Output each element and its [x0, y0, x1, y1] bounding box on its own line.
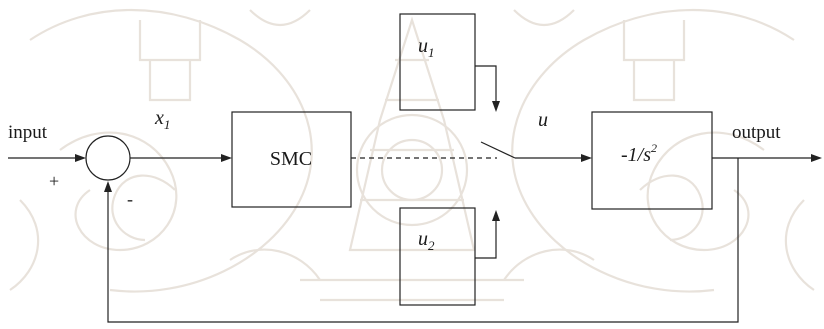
u2-arrow: [492, 210, 500, 221]
input-label: input: [8, 122, 48, 143]
error-arrow: [221, 154, 232, 162]
input-arrow: [75, 154, 86, 162]
smc-label: SMC: [270, 148, 312, 170]
plant-block: [591, 111, 713, 210]
switch-blade: [480, 141, 516, 159]
summing-junction: [85, 135, 131, 181]
smc-block: [231, 111, 352, 208]
u1-label: u1: [418, 35, 435, 60]
feedback-line: [107, 158, 739, 323]
u1-output-line: [475, 65, 497, 104]
u1-arrow: [492, 101, 500, 112]
feedback-arrow: [104, 181, 112, 192]
control-signal-label: u: [538, 109, 548, 131]
u1-block: [399, 13, 476, 111]
switch-output-arrow: [581, 154, 592, 162]
u2-output-line: [475, 218, 497, 259]
watermark-seal: [9, 8, 815, 302]
minus-sign: -: [127, 189, 133, 209]
u2-label: u2: [418, 228, 435, 253]
plus-sign: +: [49, 171, 59, 191]
output-label: output: [732, 122, 781, 143]
u2-block: [399, 207, 476, 306]
output-arrow: [811, 154, 822, 162]
error-signal-label: x1: [154, 107, 170, 132]
plant-transfer-function: -1/s2: [621, 141, 657, 166]
